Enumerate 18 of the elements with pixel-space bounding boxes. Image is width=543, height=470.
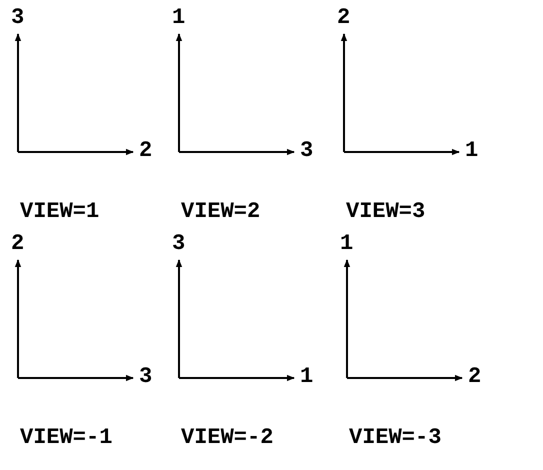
axis-label: 1 [300,365,314,389]
axis-label: 2 [11,232,24,256]
axis-label: 2 [139,139,152,163]
view-label: VIEW=-2 [181,426,274,450]
view-label: VIEW=-1 [20,426,112,450]
axis-label: 3 [11,6,24,30]
axis-label: 1 [465,139,478,163]
view-label: VIEW=3 [346,200,426,224]
axis-label: 2 [337,6,350,30]
axis-label: 1 [340,232,354,256]
view-label: VIEW=2 [181,200,260,224]
view-label: VIEW=-3 [349,426,442,450]
axis-label: 3 [139,365,152,389]
axis-label: 3 [300,139,314,163]
axis-label: 2 [468,365,482,389]
axis-label: 3 [172,232,186,256]
view-label: VIEW=1 [20,200,100,224]
axis-label: 1 [172,6,186,30]
